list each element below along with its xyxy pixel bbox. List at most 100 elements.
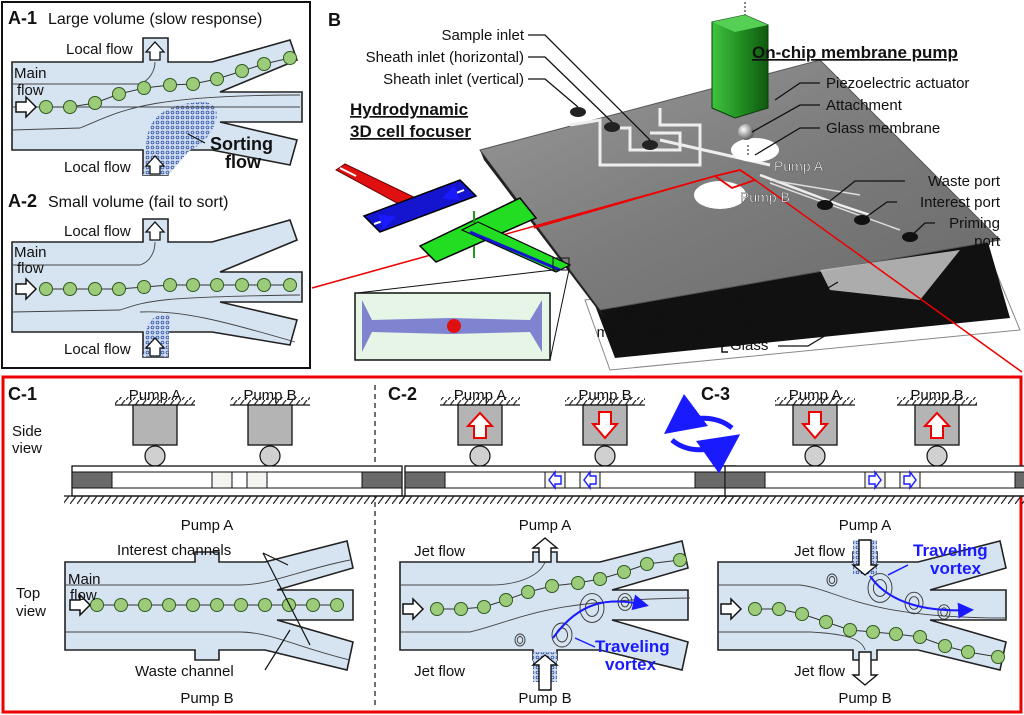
vortex-path-arrow [552, 594, 649, 639]
sorting-flow-label: flow [225, 152, 262, 172]
leader-line [778, 281, 839, 301]
cell-train [39, 278, 297, 296]
outlet-channels [769, 179, 901, 231]
glass-bottom-label: Glass [730, 337, 768, 354]
cell [63, 100, 77, 114]
priming-port-label: Priming [949, 215, 1000, 232]
leader-line [754, 127, 820, 156]
outlet-channels [759, 173, 871, 217]
right-flow-arrow-icon [868, 469, 882, 491]
main-flow-label: flow [17, 82, 44, 99]
cell [186, 77, 200, 91]
cell [210, 598, 224, 612]
cell [330, 598, 344, 612]
pump-title: On-chip membrane pump [752, 43, 958, 62]
main-flow-label: Main [68, 571, 101, 588]
cell [114, 598, 128, 612]
channel-port [246, 471, 268, 489]
cross-section-cell [447, 319, 461, 333]
leader-line [574, 637, 596, 648]
cell [39, 282, 53, 296]
glass-membrane-label: Glass membrane [826, 120, 940, 137]
si-label: Si [744, 315, 757, 332]
cell [866, 625, 880, 639]
top-view-label: Top [16, 585, 40, 602]
jet-flow-bottom-label: Jet flow [414, 663, 465, 680]
spacer [1014, 471, 1024, 489]
panel-a1-title: Large volume (slow response) [48, 11, 262, 28]
vortex-icon [551, 622, 573, 648]
main-flow-label: flow [70, 587, 97, 604]
cell [545, 579, 559, 593]
ground-hatch [64, 496, 410, 504]
chip-label: High-rigidity [610, 305, 690, 322]
panel-b: B [311, 2, 1023, 373]
vortex-icon [516, 636, 524, 644]
attachment-ball [259, 445, 281, 467]
panel-a2-id: A-2 [8, 191, 37, 211]
cell [499, 593, 513, 607]
pump-a-membrane [731, 138, 779, 162]
vortex-path-arrow [869, 575, 974, 619]
cell [138, 598, 152, 612]
sample-inlet-hole [642, 140, 658, 150]
mount-hatch [440, 397, 520, 405]
streamline [718, 631, 866, 651]
leader-line [751, 104, 820, 133]
cell [137, 280, 151, 294]
waste-port-label: Waste port [928, 173, 1001, 190]
streamline [139, 311, 296, 343]
cross-section-leader [549, 269, 570, 361]
waste-channel-label: Waste channel [135, 663, 234, 680]
local-flow-bottom-label: Local flow [64, 341, 131, 358]
cell [234, 598, 248, 612]
focuser-title: Hydrodynamic [350, 100, 468, 119]
spacer [724, 471, 766, 489]
local-flow-up-arrow-icon [144, 155, 166, 175]
pump-b-label: Pump B [740, 189, 790, 205]
cell [571, 576, 585, 590]
left-flow-arrow-icon [548, 469, 562, 491]
cell [772, 602, 786, 616]
local-flow-up-arrow-icon [144, 221, 166, 241]
leader-line [778, 327, 839, 347]
leader-line [909, 222, 935, 238]
cell [88, 282, 102, 296]
cycle-arrow-icon [670, 434, 741, 474]
up-arrow-icon [922, 411, 952, 439]
leader-line [262, 552, 289, 566]
cell [283, 51, 297, 65]
flow-arrow-icon [373, 214, 396, 230]
cell [913, 630, 927, 644]
cell [235, 64, 249, 78]
vortex-icon [867, 573, 893, 603]
mount-hatch [115, 397, 195, 405]
main-flow-arrow-icon [69, 593, 92, 617]
streamline [12, 241, 156, 266]
panel-c2-id: C-2 [388, 384, 417, 404]
attachment-ball [144, 445, 166, 467]
flow-arrow-icon [442, 185, 465, 201]
local-flow-bottom-label: Local flow [64, 159, 131, 176]
attachment-ball [594, 445, 616, 467]
cell [39, 100, 53, 114]
main-flow-arrow-icon [15, 277, 38, 301]
cell [88, 96, 102, 110]
local-flow-top-label: Local flow [64, 223, 131, 240]
cell-train [39, 51, 297, 114]
cell [454, 602, 468, 616]
top-view-channel [64, 540, 354, 671]
cell [521, 585, 535, 599]
jet-flow-top-label: Jet flow [794, 543, 845, 560]
jet-flow-top-label: Jet flow [414, 543, 465, 560]
cell [283, 278, 297, 292]
vortex-icon [940, 607, 948, 617]
top-view-channel [399, 537, 691, 691]
sheath-horizontal-inlet-hole [604, 122, 620, 132]
layer-bracket [713, 292, 728, 353]
cell [257, 57, 271, 71]
leader-line [187, 133, 206, 144]
cell [306, 598, 320, 612]
focused-stream [469, 230, 561, 272]
